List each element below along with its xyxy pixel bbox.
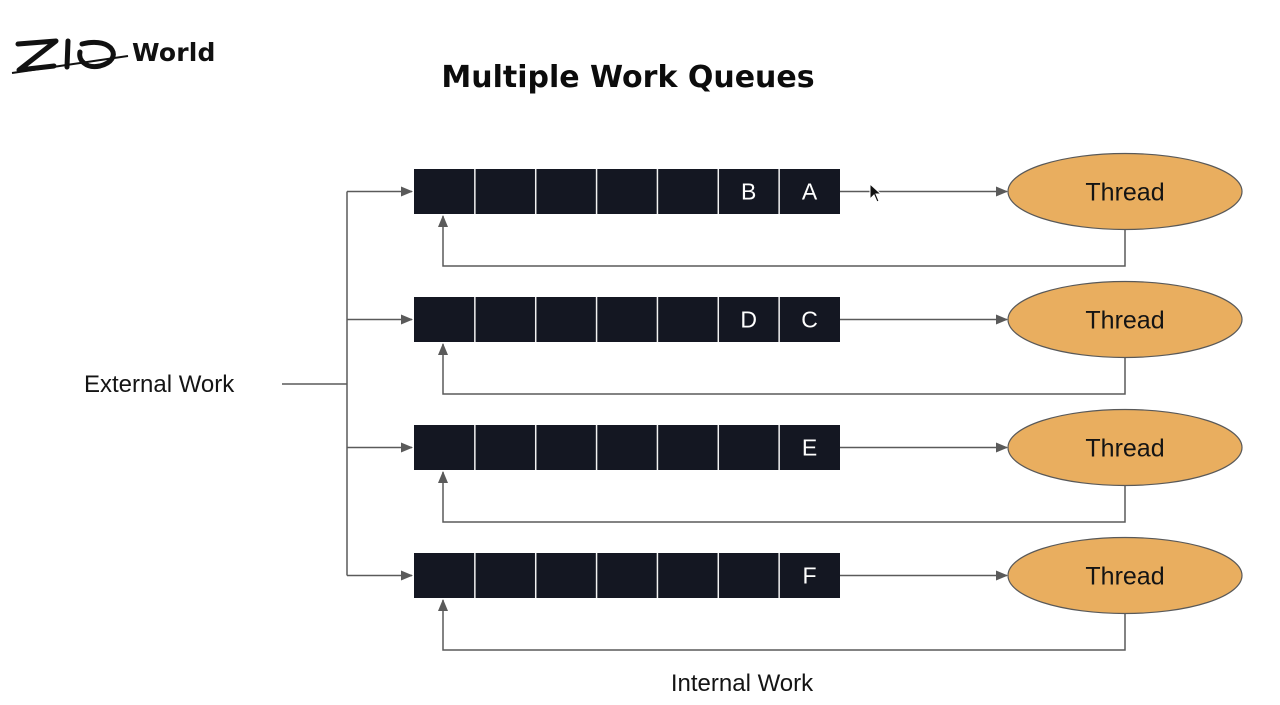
mouse-cursor-icon (869, 183, 883, 203)
queue-cell (657, 297, 718, 342)
external-work-label: External Work (84, 371, 235, 398)
thread-label: Thread (1085, 435, 1164, 463)
queue-cell (414, 297, 475, 342)
internal-feedback-arrow (438, 471, 1126, 523)
internal-feedback-arrow (438, 599, 1126, 651)
queue-cell (414, 425, 475, 470)
logo-wordmark: World (132, 38, 216, 67)
zio-logo-mark (11, 38, 129, 74)
queue-body (414, 169, 840, 214)
internal-feedback-arrow (438, 343, 1126, 395)
queue-cell-label: D (740, 307, 757, 333)
queue-cell-label: C (801, 307, 818, 333)
thread-label: Thread (1085, 307, 1164, 335)
queue-row: D C Thread (347, 280, 1243, 395)
queue-cell (414, 169, 475, 214)
slide-title: Multiple Work Queues (441, 60, 815, 95)
queue-cell (657, 169, 718, 214)
queue-cell (597, 425, 658, 470)
zio-world-logo: World (10, 34, 220, 80)
queue-row: F Thread (347, 536, 1243, 651)
internal-feedback-arrow (438, 215, 1126, 267)
queue-cell (536, 169, 597, 214)
queue-body (414, 425, 840, 470)
queue-row: E Thread (347, 408, 1243, 523)
queue-cell-label: B (741, 179, 756, 205)
queue-cell (475, 169, 536, 214)
queue-cell (718, 553, 779, 598)
queue-cell (657, 425, 718, 470)
queue-body (414, 297, 840, 342)
queue-cell-label: A (802, 179, 818, 205)
queue-cell (597, 297, 658, 342)
queue-cell (718, 425, 779, 470)
queue-cell (475, 425, 536, 470)
queue-cell (414, 553, 475, 598)
internal-work-label: Internal Work (671, 670, 814, 697)
queue-cell-label: E (802, 435, 817, 461)
queue-cell (536, 553, 597, 598)
queue-cell (475, 553, 536, 598)
queue-cell (475, 297, 536, 342)
queue-cell (536, 425, 597, 470)
queue-cell (597, 553, 658, 598)
thread-label: Thread (1085, 179, 1164, 207)
queue-cell (657, 553, 718, 598)
queue-body (414, 553, 840, 598)
queue-cell-label: F (803, 563, 817, 589)
queue-cell (597, 169, 658, 214)
queue-row: B A Thread (347, 152, 1243, 267)
thread-label: Thread (1085, 563, 1164, 591)
queue-cell (536, 297, 597, 342)
